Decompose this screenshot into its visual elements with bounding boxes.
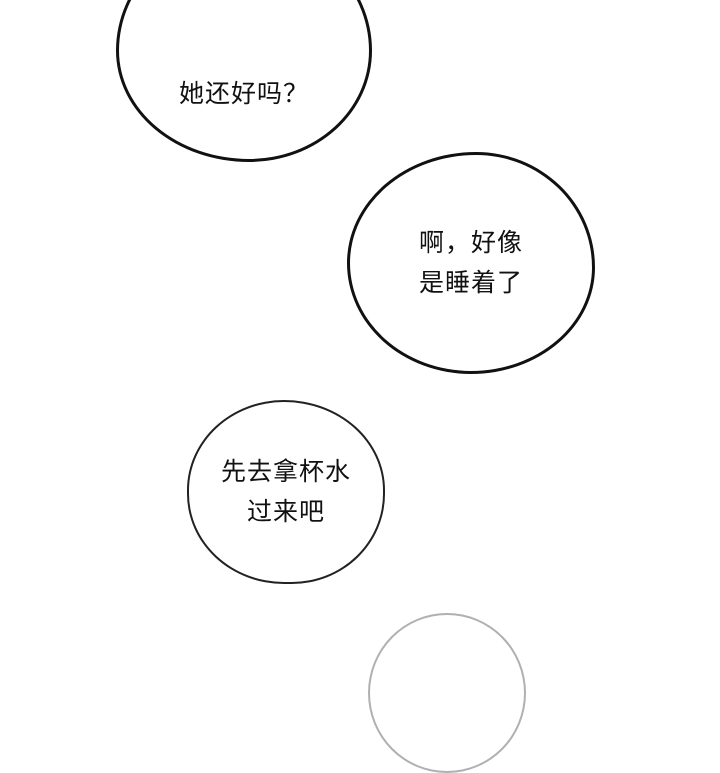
bubble-text: 先去拿杯水 过来吧 [221,452,351,532]
speech-bubble-1: 她还好吗？ [116,0,372,162]
bubble-text: 啊，好像 是睡着了 [419,223,523,303]
bubble-line: 过来吧 [246,497,325,526]
bubble-line: 她还好吗？ [178,78,309,108]
bubble-text: 她还好吗？ [179,74,309,114]
bubble-line: 是睡着了 [418,268,523,297]
bubble-line: 啊，好像 [418,228,523,257]
speech-bubble-4-faded [368,613,526,773]
bubble-line: 先去拿杯水 [220,457,351,486]
speech-bubble-3: 先去拿杯水 过来吧 [187,400,385,584]
speech-bubble-2: 啊，好像 是睡着了 [347,152,595,374]
